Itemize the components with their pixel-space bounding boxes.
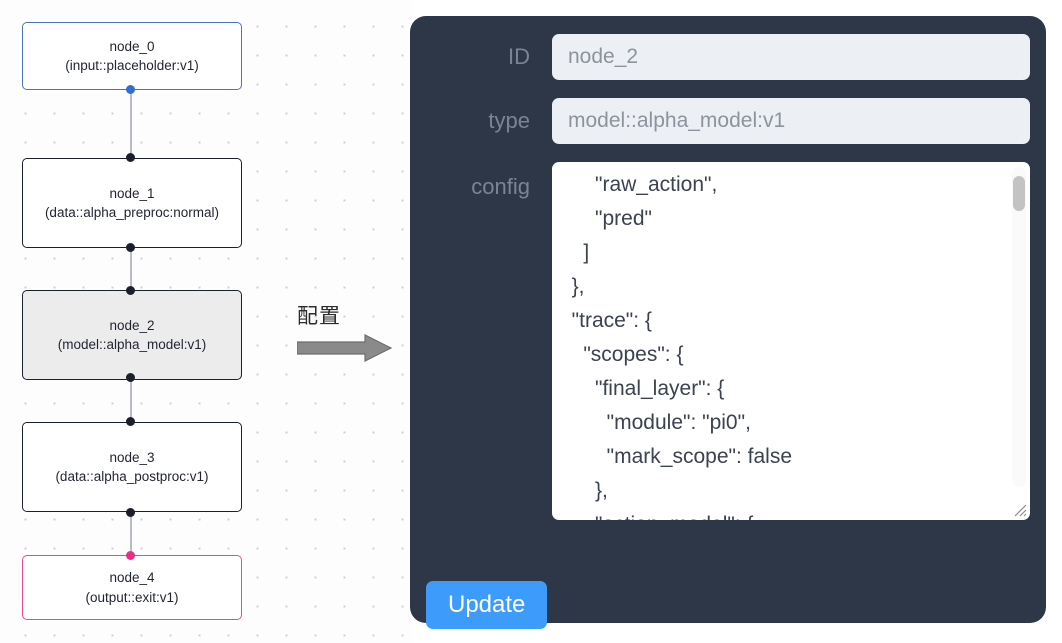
id-field-label: ID [508,44,530,69]
flow-node-node_4[interactable]: node_4 (output::exit:v1) [22,555,242,620]
port-node_3-out[interactable] [126,508,135,517]
node-config-panel: ID type config Update [410,16,1046,629]
resize-grip-icon[interactable] [1012,502,1027,517]
flow-node-text: node_4 (output::exit:v1) [85,568,178,606]
edge-node1-node2 [130,246,132,296]
edge-node2-node3 [130,376,132,422]
id-input[interactable] [552,34,1030,80]
port-node_1-out[interactable] [126,243,135,252]
port-node_0-out[interactable] [126,85,135,94]
field-row-config: config [426,162,1030,520]
flow-node-node_2[interactable]: node_2 (model::alpha_model:v1) [22,290,242,380]
flow-node-node_1[interactable]: node_1 (data::alpha_preproc:normal) [22,158,242,248]
port-node_2-out[interactable] [126,373,135,382]
flow-node-text: node_3 (data::alpha_postproc:v1) [55,448,208,486]
flow-node-node_0[interactable]: node_0 (input::placeholder:v1) [22,22,242,90]
config-field-label: config [471,174,530,199]
port-node_4-in[interactable] [126,551,135,560]
transition-arrow-group: 配置 [297,300,397,362]
port-node_1-in[interactable] [126,153,135,162]
flow-node-title: node_1 [109,185,155,201]
flow-node-title: node_2 [109,317,155,333]
flow-node-title: node_0 [109,38,155,54]
port-node_2-in[interactable] [126,286,135,295]
flow-node-subtitle: (data::alpha_preproc:normal) [44,205,220,220]
flow-node-subtitle: (input::placeholder:v1) [65,58,199,73]
canvas-grid-strip [388,0,412,643]
update-button[interactable]: Update [426,581,548,629]
flow-node-subtitle: (data::alpha_postproc:v1) [55,469,209,484]
flow-node-text: node_1 (data::alpha_preproc:normal) [45,184,219,222]
config-textarea[interactable] [552,162,1030,520]
flow-node-node_3[interactable]: node_3 (data::alpha_postproc:v1) [22,422,242,512]
arrow-label: 配置 [297,304,341,328]
field-row-type: type [426,98,1030,144]
flow-node-title: node_4 [109,570,155,586]
port-node_3-in[interactable] [126,417,135,426]
edge-node0-node1 [130,90,132,162]
config-scrollbar-thumb[interactable] [1013,176,1025,211]
config-scrollbar-track[interactable] [1012,167,1026,487]
right-arrow-icon [297,334,393,362]
config-textarea-wrap [552,162,1030,520]
type-input[interactable] [552,98,1030,144]
flow-canvas[interactable]: node_0 (input::placeholder:v1) node_1 (d… [0,0,402,643]
edge-node3-node4 [130,512,132,556]
flow-node-title: node_3 [109,449,155,465]
flow-node-text: node_2 (model::alpha_model:v1) [58,316,207,354]
flow-node-subtitle: (model::alpha_model:v1) [57,337,207,352]
field-row-id: ID [426,34,1030,80]
flow-node-text: node_0 (input::placeholder:v1) [65,37,199,75]
flow-node-subtitle: (output::exit:v1) [85,589,179,605]
type-field-label: type [488,108,530,133]
